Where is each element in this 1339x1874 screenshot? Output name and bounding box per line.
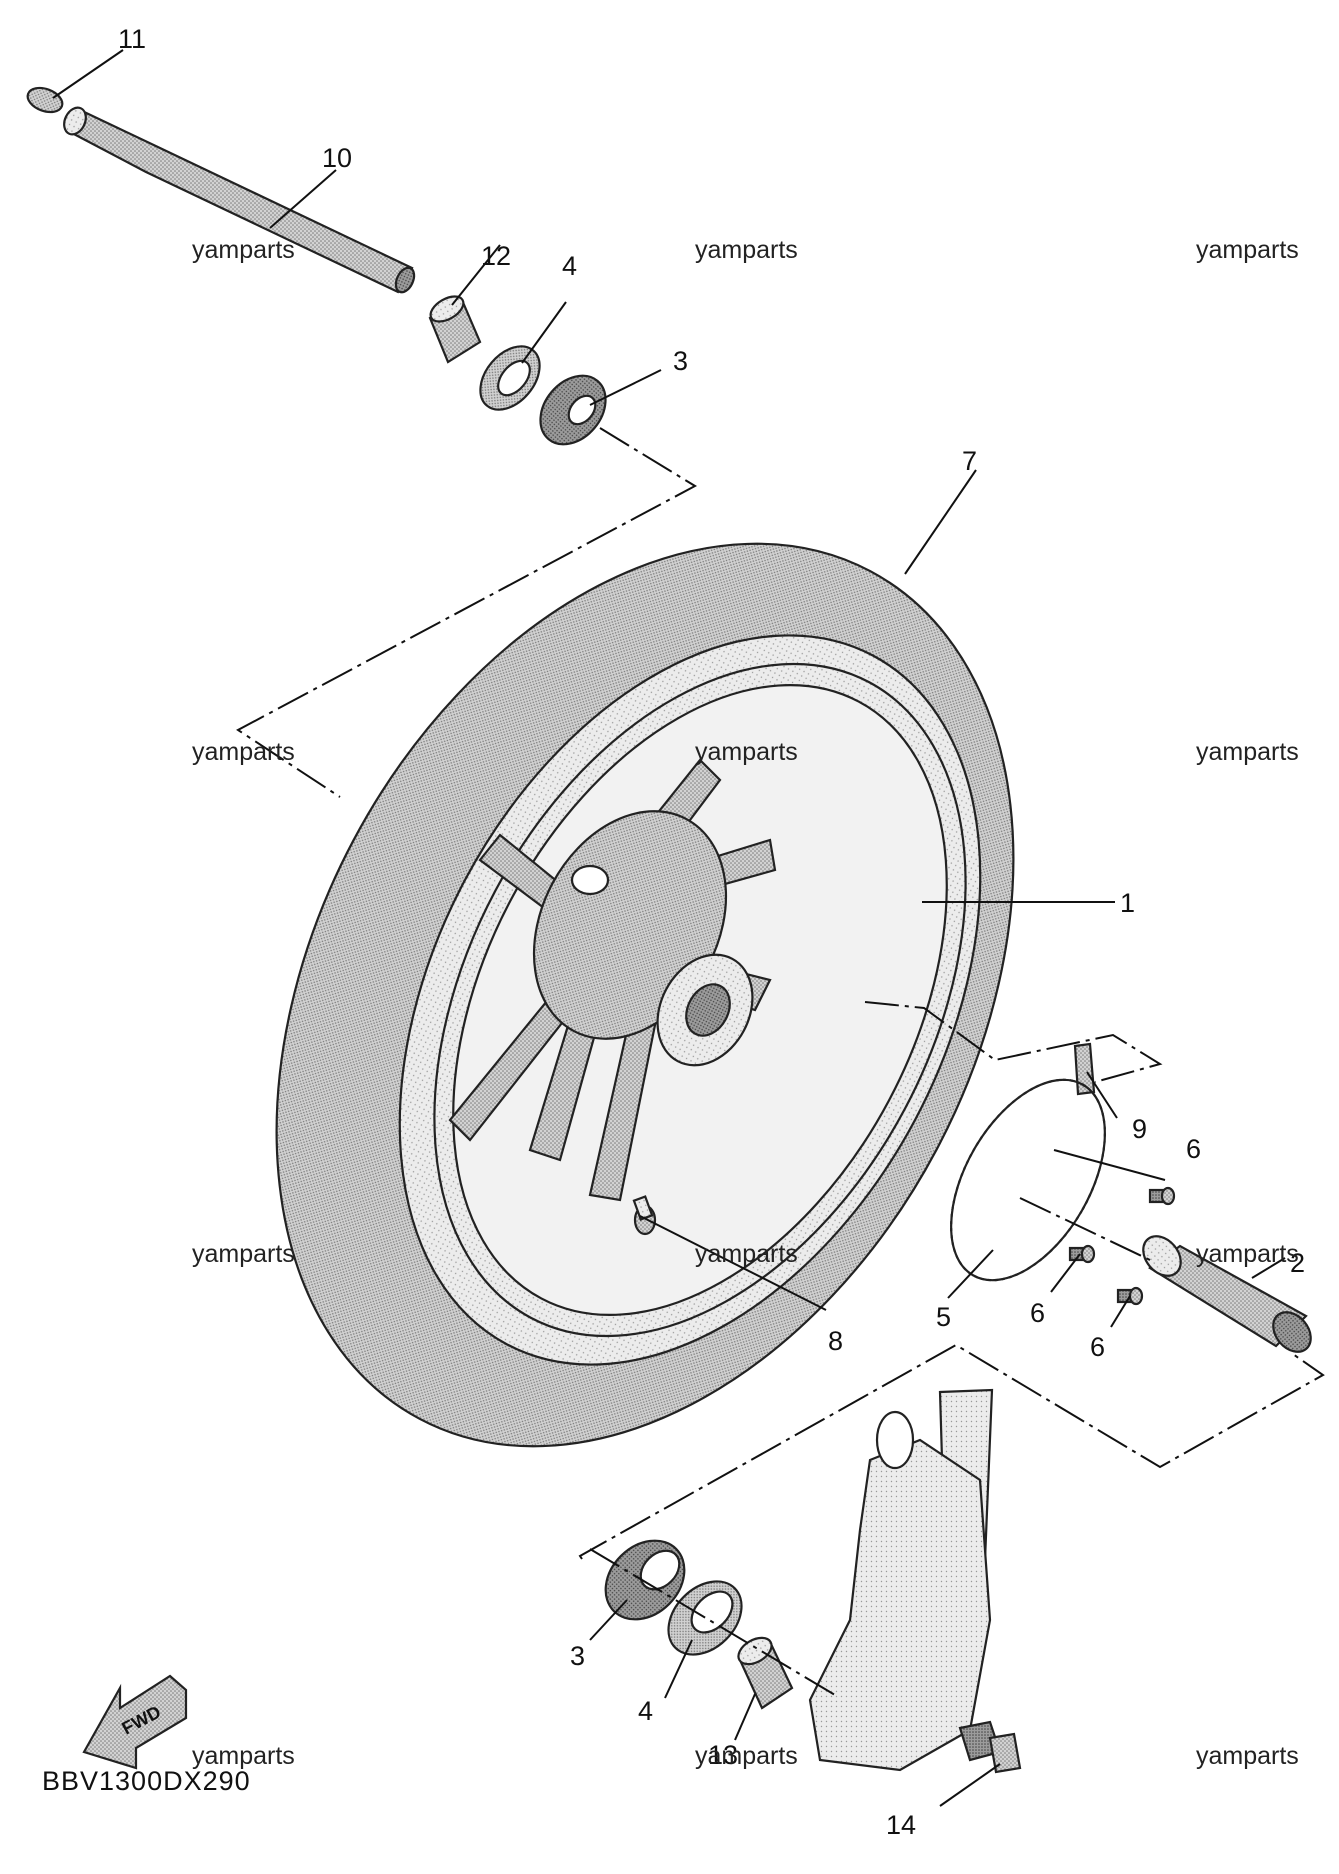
oil-seal-part-4-bottom [667,1580,743,1656]
assembly-lines [236,427,1325,1696]
callout-6-c: 6 [1090,1332,1105,1362]
callout-1: 1 [1120,888,1135,918]
watermark: yamparts [695,1742,798,1770]
sensor-rotor-part-5 [950,1078,1106,1282]
watermarks: yamparts yamparts yamparts yamparts yamp… [192,236,1299,1770]
bolt-part-6-a [1148,1186,1176,1206]
cast-wheel-part-1 [433,662,967,1338]
bearing-part-3-bottom [604,1539,686,1621]
callout-3-top: 3 [673,346,688,376]
callout-9: 9 [1132,1114,1147,1144]
oil-seal-part-4-top [479,345,541,411]
watermark: yamparts [192,1742,295,1770]
callout-6-a: 6 [1186,1134,1201,1164]
watermark: yamparts [192,236,295,264]
drawing-code: BBV1300DX290 [42,1766,251,1796]
callout-11: 11 [118,24,146,54]
callout-6-b: 6 [1030,1298,1045,1328]
watermark: yamparts [192,738,295,766]
watermark: yamparts [1196,236,1299,264]
callout-12: 12 [481,241,511,271]
watermark: yamparts [1196,738,1299,766]
callout-8: 8 [828,1326,843,1356]
callout-2: 2 [1290,1248,1305,1278]
watermark: yamparts [695,1240,798,1268]
collar-part-12 [428,295,482,364]
bolt-part-6-b [1068,1244,1096,1264]
callout-5: 5 [936,1302,951,1332]
callout-leaders [52,49,1286,1807]
wheel-axle-part-10 [63,106,416,294]
callout-3-bottom: 3 [570,1641,585,1671]
bolt-part-6-c [1116,1286,1144,1306]
callout-4-top: 4 [562,251,577,281]
watermark: yamparts [1196,1742,1299,1770]
balance-weight-part-9 [1073,1042,1096,1096]
callout-4-bottom: 4 [638,1696,653,1726]
collar-part-2 [1142,1235,1312,1353]
pinch-bolt-part-14 [958,1720,1022,1774]
valve-part-8 [632,1195,657,1236]
callout-13: 13 [708,1740,738,1770]
callout-numbers: 11 10 12 4 3 7 1 9 6 2 5 6 6 8 3 4 13 14 [118,24,1305,1840]
forward-direction-arrow: FWD [82,1674,188,1770]
watermark: yamparts [695,236,798,264]
bearing-part-3-top [539,374,607,446]
watermark: yamparts [695,738,798,766]
watermark: yamparts [192,1240,295,1268]
watermark: yamparts [1196,1240,1299,1268]
callout-7: 7 [962,446,977,476]
collar-part-13 [737,1636,794,1710]
front-fork-leg [808,1388,994,1772]
cap-part-11 [26,86,64,114]
callout-14: 14 [886,1810,916,1840]
callout-10: 10 [322,143,352,173]
